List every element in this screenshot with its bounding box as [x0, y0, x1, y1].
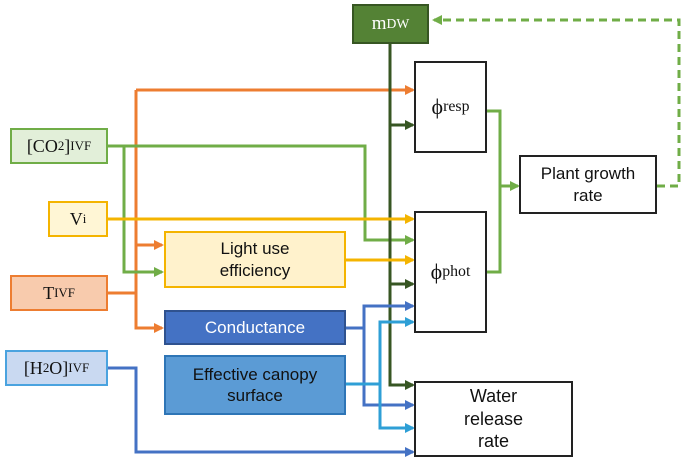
edge-growth-feedback: [432, 15, 681, 188]
node-canopy-label: Effective canopy surface: [192, 364, 318, 405]
edges-yellow: [108, 214, 415, 265]
edge-conductance-to-water: [362, 328, 415, 410]
node-phi-resp-main: ϕ: [431, 94, 444, 120]
node-phi-phot-sub: phot: [442, 263, 471, 281]
edge-t-ivf-to-conductance: [134, 293, 164, 333]
edges-t-ivf: [108, 85, 415, 333]
node-conductance-label: Conductance: [204, 317, 306, 337]
edge-co2-to-light-use: [108, 144, 164, 277]
edge-t-ivf-trunk: [108, 90, 138, 295]
node-t-ivf-main: T: [43, 282, 55, 303]
node-plant-growth-rate: Plant growth rate: [519, 155, 657, 214]
node-plant-growth-rate-label: Plant growth rate: [540, 164, 636, 205]
edges-blue: [108, 301, 415, 457]
node-conductance: Conductance: [164, 310, 346, 345]
node-light-use-label: Light use efficiency: [219, 239, 291, 280]
node-vi-main: V: [69, 208, 83, 229]
edge-phi-resp-to-growth: [487, 109, 520, 191]
node-h2o-sub: 2: [42, 359, 50, 375]
node-light-use-efficiency: Light use efficiency: [164, 231, 346, 288]
edge-conductance-to-phi-phot: [346, 301, 415, 330]
node-h2o-tail: O]: [49, 357, 69, 378]
node-h2o-main: [H: [23, 357, 43, 378]
node-co2-main: [CO: [26, 135, 58, 156]
edge-canopy-to-phi-phot: [346, 317, 415, 386]
edges-growth: [432, 15, 681, 274]
node-t-ivf-sub: IVF: [54, 284, 75, 300]
node-phi-resp-sub: resp: [443, 98, 470, 116]
node-m-dw-main: m: [371, 13, 387, 35]
node-water-release-label: Water release rate: [463, 386, 524, 452]
node-co2-sub2: IVF: [70, 137, 92, 153]
edges-m-dw: [388, 44, 415, 390]
node-m-dw-sub: DW: [386, 16, 410, 32]
node-vi-sub: i: [82, 210, 87, 226]
node-water-release-rate: Water release rate: [414, 381, 573, 457]
edges-canopy: [346, 317, 415, 433]
edge-m-dw-trunk: [388, 44, 415, 390]
node-phi-phot-main: ϕ: [430, 259, 443, 285]
edge-phi-phot-to-growth: [487, 186, 502, 274]
edge-canopy-to-water: [378, 384, 415, 433]
node-h2o-sub2: IVF: [68, 359, 90, 375]
node-co2-sub: 2: [57, 137, 65, 153]
edge-h2o-to-water: [108, 366, 415, 457]
node-co2-tail: ]: [64, 135, 71, 156]
node-effective-canopy-surface: Effective canopy surface: [164, 355, 346, 415]
edge-co2-to-phi-phot: [124, 144, 415, 245]
